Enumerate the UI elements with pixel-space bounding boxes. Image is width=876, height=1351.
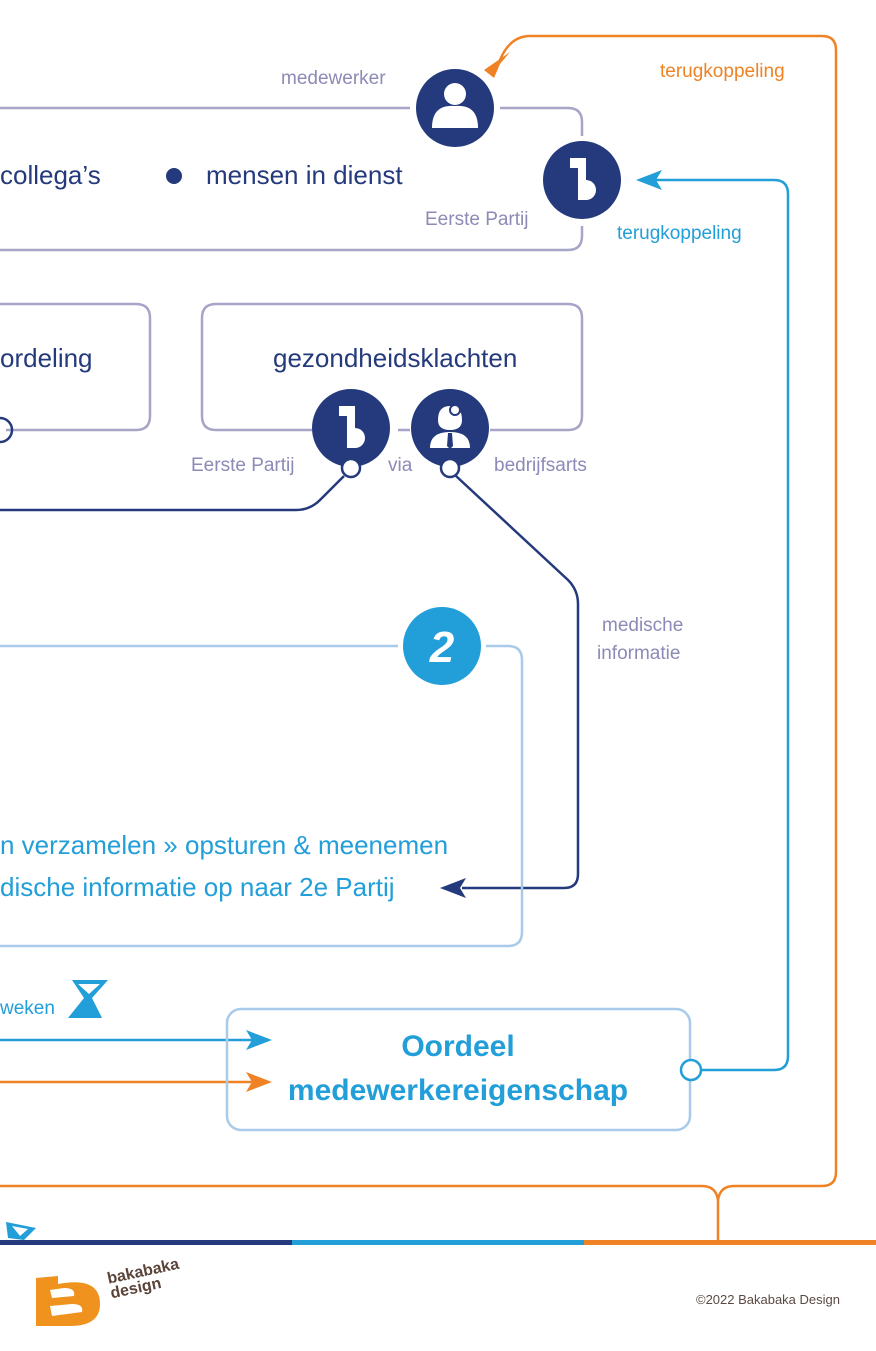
medewerker-label: medewerker (281, 68, 386, 89)
medische-info-label-1: medische (602, 615, 684, 636)
oordeel-line-1: Oordeel (401, 1030, 515, 1063)
output-port (679, 1058, 703, 1082)
blue-arrowhead-top (636, 170, 662, 190)
orange-feedback-loop (0, 34, 838, 1242)
second-party-line-1: n verzamelen » opsturen & meenemen (0, 830, 449, 860)
second-party-panel (0, 644, 524, 948)
eerste-partij-label-mid: Eerste Partij (191, 455, 295, 476)
hourglass-icon (68, 980, 108, 1018)
weken-label: weken (0, 998, 55, 1019)
svg-text:2: 2 (429, 623, 455, 672)
bedrijfsarts-label: bedrijfsarts (494, 455, 587, 476)
oordeel-title: Oordeel medewerkereigenschap (228, 1025, 688, 1113)
first-party-1-icon (543, 141, 621, 219)
second-party-line-2: dische informatie op naar 2e Partij (0, 872, 395, 902)
bullet-dot (166, 168, 182, 184)
orange-arrowhead (484, 52, 510, 78)
via-label: via (388, 455, 413, 476)
medische-info-label-2: informatie (597, 643, 681, 664)
input-arrows (0, 1030, 272, 1092)
navy-connectors (0, 475, 580, 898)
feedback-orange-label: terugkoppeling (660, 61, 785, 82)
left-box-label: ordeling (0, 343, 93, 373)
copyright: ©2022 Bakabaka Design (695, 1292, 840, 1307)
feedback-blue-label: terugkoppeling (617, 223, 742, 244)
bullet-item-mensen-in-dienst: mensen in dienst (206, 160, 403, 190)
gezondheidsklachten-label: gezondheidsklachten (273, 343, 518, 373)
navy-arrowhead (440, 878, 466, 898)
oordeel-box (225, 1007, 703, 1132)
bullet-item-collegas: collega’s (0, 160, 101, 190)
first-party-1-icon-mid (312, 389, 390, 479)
bakabaka-logo-icon (36, 1276, 100, 1326)
person-icon (416, 69, 494, 147)
tricolor-bar (0, 1240, 876, 1245)
second-party-2-icon: 2 (403, 607, 481, 685)
oordeel-line-2: medewerkereigenschap (287, 1074, 629, 1107)
top-panel-box (0, 106, 584, 252)
blue-feedback-loop (636, 170, 790, 1072)
hourglass-icon-bottom (6, 1222, 36, 1240)
doctor-icon (411, 389, 489, 479)
eerste-partij-label-top: Eerste Partij (425, 209, 529, 230)
middle-panel (0, 302, 584, 444)
